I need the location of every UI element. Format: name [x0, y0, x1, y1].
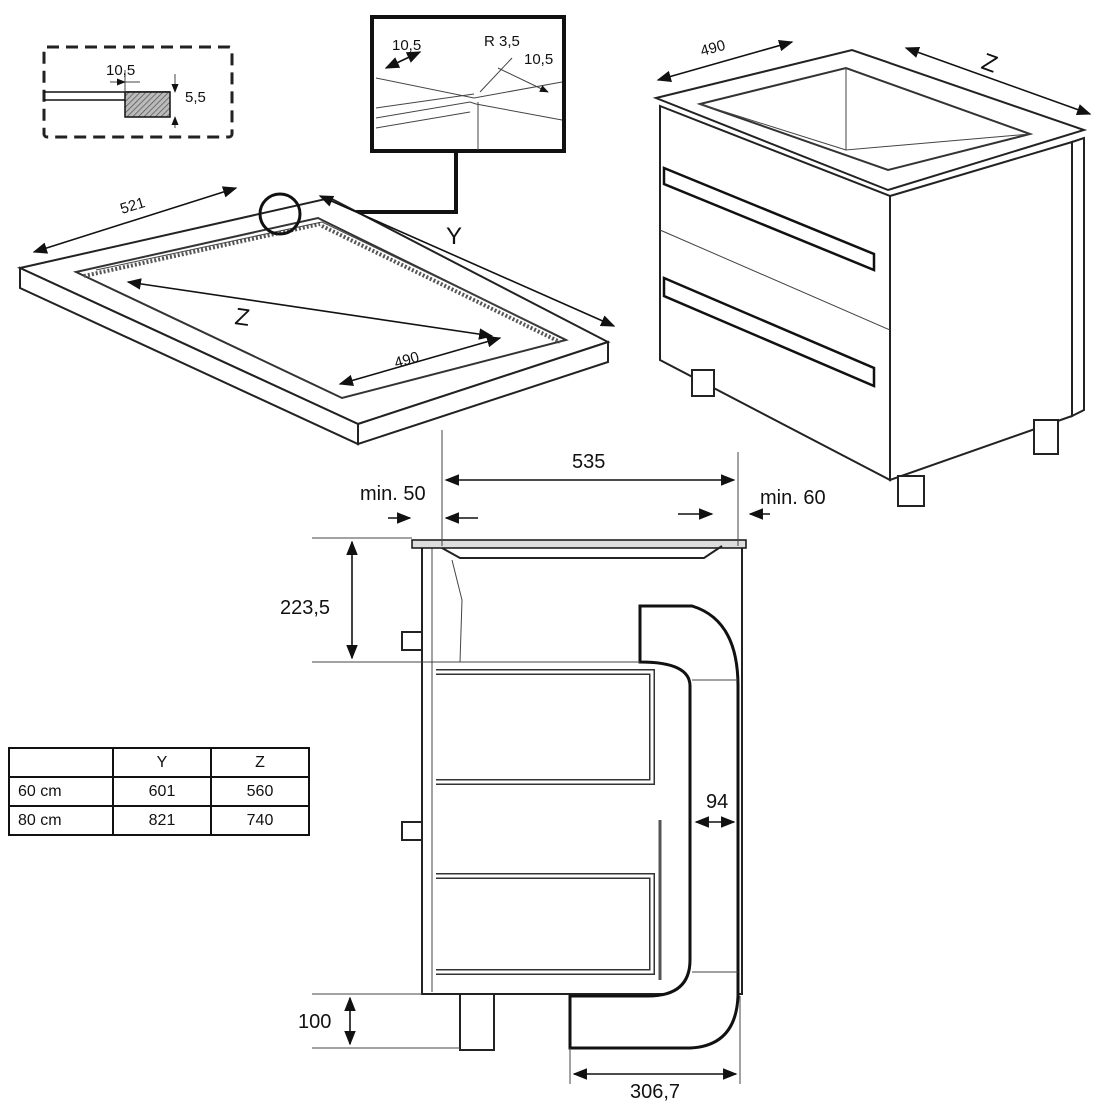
cabinet-view: 490 Z: [652, 37, 1092, 507]
detail-circle: [258, 192, 302, 236]
table-row-label: 60 cm: [8, 776, 114, 807]
corner-detail: 10,5 R 3,5 10,5: [302, 15, 566, 214]
detail-dim-height: 5,5: [185, 89, 206, 106]
corner-dim-radius: R 3,5: [484, 33, 520, 50]
table-header-cell: Y: [112, 747, 212, 778]
size-table: Y Z 60 cm 601 560 80 cm 821 740: [8, 747, 310, 836]
section-dim-plinth: 100: [298, 1011, 331, 1033]
section-dim-height-top: 223,5: [280, 597, 330, 619]
table-header-cell: Z: [210, 747, 310, 778]
detail-dim-width: 10,5: [106, 62, 135, 79]
cabinet-dim-z: Z: [978, 48, 1001, 78]
cutout-label-y: Y: [446, 223, 462, 250]
worktop-cutout-view: 521 Y Z 490: [16, 186, 616, 446]
section-dim-bottom-width: 306,7: [630, 1081, 680, 1103]
seal-detail: 10,5 5,5: [42, 45, 234, 139]
corner-dim-right: 10,5: [524, 51, 553, 68]
table-row: 60 cm 601 560: [8, 776, 310, 807]
table-cell-z: 740: [210, 805, 310, 836]
table-header-row: Y Z: [8, 747, 310, 778]
section-dim-min-left: min. 50: [360, 483, 426, 505]
section-dim-width: 535: [572, 451, 605, 473]
cutout-dim-length: 521: [118, 194, 147, 218]
section-view: 535 min. 50 min. 60 223,5 94 100 306,7: [280, 430, 826, 1103]
table-cell-y: 821: [112, 805, 212, 836]
table-row: 80 cm 821 740: [8, 805, 310, 836]
section-dim-min-right: min. 60: [760, 487, 826, 509]
seal-profile: [124, 91, 171, 118]
table-cell-y: 601: [112, 776, 212, 807]
table-row-label: 80 cm: [8, 805, 114, 836]
cutout-dim-z: Z: [233, 303, 251, 332]
cutout-dim-depth: 490: [392, 349, 421, 372]
section-dim-duct: 94: [706, 791, 728, 813]
cabinet-dim-depth: 490: [699, 37, 728, 60]
corner-dim-left: 10,5: [392, 37, 421, 54]
table-cell-z: 560: [210, 776, 310, 807]
table-header-cell: [8, 747, 114, 778]
